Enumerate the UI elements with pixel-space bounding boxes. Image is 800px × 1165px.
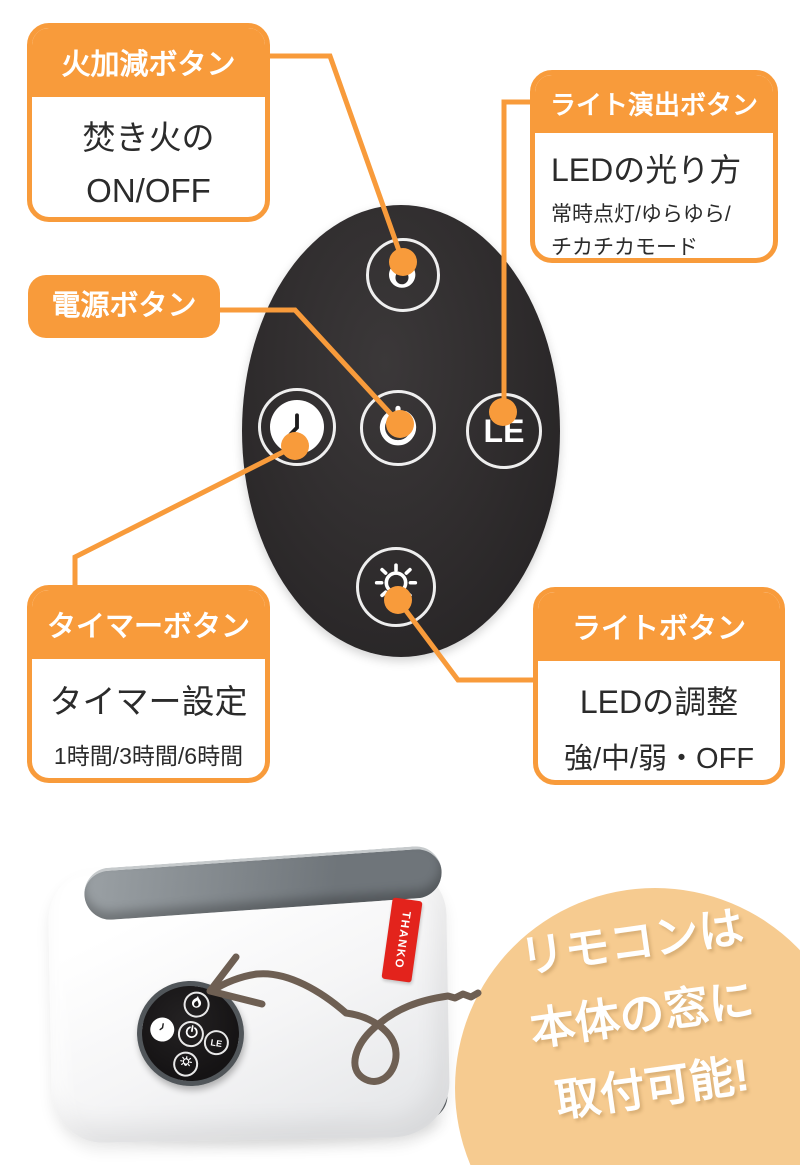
- callout-fire-line1: 焚き火の: [82, 119, 215, 156]
- callout-light-effect-heading: LEDの光り方: [551, 152, 742, 188]
- callout-light-effect: ライト演出ボタン LEDの光り方 常時点灯/ゆらゆら/ チカチカモード: [530, 70, 778, 263]
- callout-timer: タイマーボタン タイマー設定 1時間/3時間/6時間: [27, 585, 270, 783]
- power-icon: [182, 1023, 200, 1045]
- mini-power-button: [176, 1019, 206, 1049]
- attached-remote: LE: [129, 973, 252, 1094]
- callout-power: 電源ボタン: [28, 275, 220, 338]
- callout-light-effect-sub1: 常時点灯/ゆらゆら/: [551, 203, 731, 226]
- callout-fire-title: 火加減ボタン: [32, 28, 265, 97]
- light-button: [356, 547, 436, 627]
- bulb-icon: [177, 1053, 195, 1075]
- callout-light-effect-title: ライト演出ボタン: [535, 75, 773, 133]
- callout-timer-sub: 1時間/3時間/6時間: [53, 743, 244, 769]
- fire-level-button: [366, 238, 440, 312]
- remote-control: LE: [242, 205, 560, 657]
- callout-light-effect-sub2: チカチカモード: [551, 235, 698, 259]
- le-button-label: LE: [483, 412, 525, 449]
- le-button-label: LE: [209, 1036, 223, 1049]
- power-button: [360, 390, 436, 466]
- callout-fire-level: 火加減ボタン 焚き火の ON/OFF: [27, 23, 270, 222]
- mini-timer-button: [148, 1015, 177, 1044]
- brand-tag-label: THANKO: [392, 910, 412, 970]
- callout-fire-line2: ON/OFF: [86, 172, 211, 210]
- flame-icon: [380, 250, 426, 301]
- mini-light-effect-button: LE: [202, 1028, 231, 1057]
- power-icon: [375, 403, 421, 454]
- callout-light-title: ライトボタン: [538, 592, 780, 661]
- light-effect-button: LE: [466, 393, 542, 469]
- callout-timer-title: タイマーボタン: [32, 590, 265, 659]
- callout-circle-text: リモコンは 本体の窓に 取付可能!: [458, 882, 800, 1147]
- timer-button: [258, 388, 336, 466]
- clock-icon: [270, 400, 324, 454]
- callout-light-sub: 強/中/弱・OFF: [563, 743, 755, 775]
- bulb-icon: [369, 558, 423, 617]
- clock-icon: [154, 1019, 171, 1040]
- callout-light: ライトボタン LEDの調整 強/中/弱・OFF: [533, 587, 785, 785]
- mini-fire-button: [181, 989, 212, 1020]
- callout-light-heading: LEDの調整: [579, 684, 739, 720]
- flame-icon: [187, 993, 206, 1016]
- mini-light-button: [171, 1049, 200, 1079]
- callout-timer-heading: タイマー設定: [49, 683, 248, 720]
